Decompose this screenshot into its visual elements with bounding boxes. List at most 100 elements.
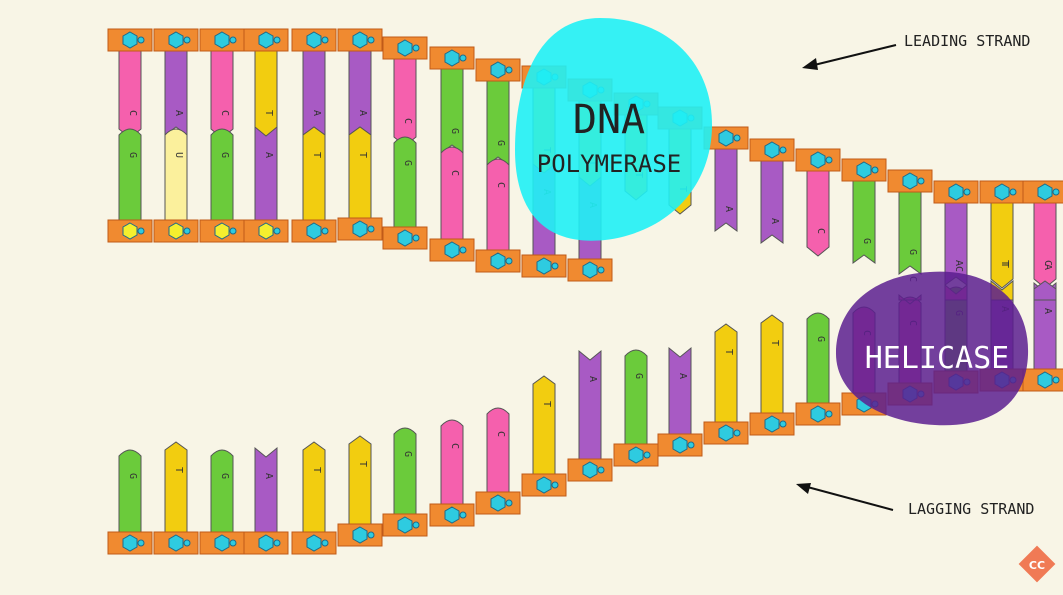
phosphate-icon — [229, 227, 237, 235]
sugar-icon — [490, 494, 506, 512]
base-letter: G — [907, 249, 918, 255]
base-letter: G — [127, 473, 138, 479]
upper-bottom-backbone — [382, 226, 428, 250]
sugar-icon — [306, 222, 322, 240]
upper-top-backbone — [429, 46, 475, 70]
sugar-icon — [672, 436, 688, 454]
sugar-icon — [994, 183, 1010, 201]
crash-course-logo: CC — [1018, 545, 1056, 583]
lower-bottom-base: C — [440, 419, 464, 505]
lower-bottom-backbone — [337, 523, 383, 547]
upper-bottom-backbone — [199, 219, 245, 243]
base-shape — [348, 435, 372, 525]
upper-top-backbone — [337, 28, 383, 52]
upper-bottom-backbone — [243, 219, 289, 243]
base-shape — [486, 80, 510, 166]
upper-top-backbone — [979, 180, 1025, 204]
base-letter: C — [815, 228, 826, 234]
base-shape — [302, 50, 326, 136]
lower-bottom-base: G — [210, 449, 234, 533]
sugar-icon — [582, 261, 598, 279]
sugar-icon — [122, 31, 138, 49]
upper-bottom-base: C — [440, 146, 464, 240]
phosphate-icon — [273, 227, 281, 235]
upper-bottom-base: T — [302, 126, 326, 221]
base-letter: A — [723, 206, 734, 212]
lower-bottom-base: T — [714, 323, 738, 423]
upper-top-backbone — [107, 28, 153, 52]
base-shape — [210, 449, 234, 533]
sugar-icon — [258, 534, 274, 552]
lower-bottom-backbone — [153, 531, 199, 555]
base-letter: A — [173, 110, 184, 116]
sugar-icon — [444, 241, 460, 259]
phosphate-icon — [733, 134, 741, 142]
base-letter: C — [449, 170, 460, 176]
phosphate-icon — [229, 539, 237, 547]
upper-top-backbone — [243, 28, 289, 52]
base-shape — [164, 128, 188, 221]
base-letter: T — [311, 152, 322, 158]
upper-bottom-backbone — [291, 219, 337, 243]
phosphate-icon — [412, 521, 420, 529]
helicase-label: HELICASE — [865, 341, 1010, 376]
lower-bottom-base: G — [624, 349, 648, 445]
base-letter: A — [263, 152, 274, 158]
sugar-icon — [490, 61, 506, 79]
lagging-strand-label: LAGGING STRAND — [908, 500, 1034, 518]
upper-top-base: T — [990, 202, 1014, 289]
lower-bottom-backbone — [243, 531, 289, 555]
base-letter: C — [953, 266, 964, 272]
sugar-icon — [902, 172, 918, 190]
base-shape — [254, 50, 278, 139]
lower-bottom-base: T — [532, 375, 556, 475]
base-letter: C — [402, 118, 413, 124]
dna-polymerase-blob — [515, 18, 712, 241]
upper-top-base: A — [760, 160, 784, 244]
sugar-icon — [214, 222, 230, 240]
base-letter: T — [999, 260, 1010, 266]
upper-bottom-base: U — [164, 128, 188, 221]
sugar-icon — [122, 222, 138, 240]
phosphate-icon — [183, 539, 191, 547]
sugar-icon — [718, 129, 734, 147]
sugar-icon — [352, 220, 368, 238]
base-shape — [624, 349, 648, 445]
base-letter: C — [127, 110, 138, 116]
phosphate-icon — [597, 466, 605, 474]
sugar-icon — [168, 31, 184, 49]
phosphate-icon — [367, 531, 375, 539]
phosphate-icon — [1009, 188, 1017, 196]
polymerase-label-line2: POLYMERASE — [537, 150, 682, 178]
lower-bottom-base: T — [348, 435, 372, 525]
upper-bottom-base: A — [254, 125, 278, 221]
base-letter: G — [219, 473, 230, 479]
lower-bottom-backbone — [291, 531, 337, 555]
helicase-blob — [835, 271, 1029, 426]
upper-top-base: A — [348, 50, 372, 136]
sugar-icon — [352, 526, 368, 544]
base-letter: A — [311, 110, 322, 116]
phosphate-icon — [321, 36, 329, 44]
sugar-icon — [214, 534, 230, 552]
lagging-strand-arrowhead — [796, 483, 811, 494]
lower-bottom-base: G — [118, 449, 142, 533]
phosphate-icon — [643, 451, 651, 459]
upper-bottom-base: G — [393, 136, 417, 228]
sugar-icon — [168, 222, 184, 240]
sugar-icon — [1037, 371, 1053, 389]
base-letter: C — [449, 443, 460, 449]
lower-bottom-backbone — [382, 513, 428, 537]
phosphate-icon — [825, 410, 833, 418]
base-shape — [990, 202, 1014, 289]
upper-top-base: C — [806, 170, 830, 257]
base-shape — [760, 314, 784, 414]
base-shape — [164, 50, 188, 136]
upper-top-backbone — [933, 180, 979, 204]
phosphate-icon — [183, 227, 191, 235]
lower-bottom-backbone — [613, 443, 659, 467]
sugar-icon — [352, 31, 368, 49]
phosphate-icon — [505, 499, 513, 507]
base-shape — [440, 68, 464, 154]
